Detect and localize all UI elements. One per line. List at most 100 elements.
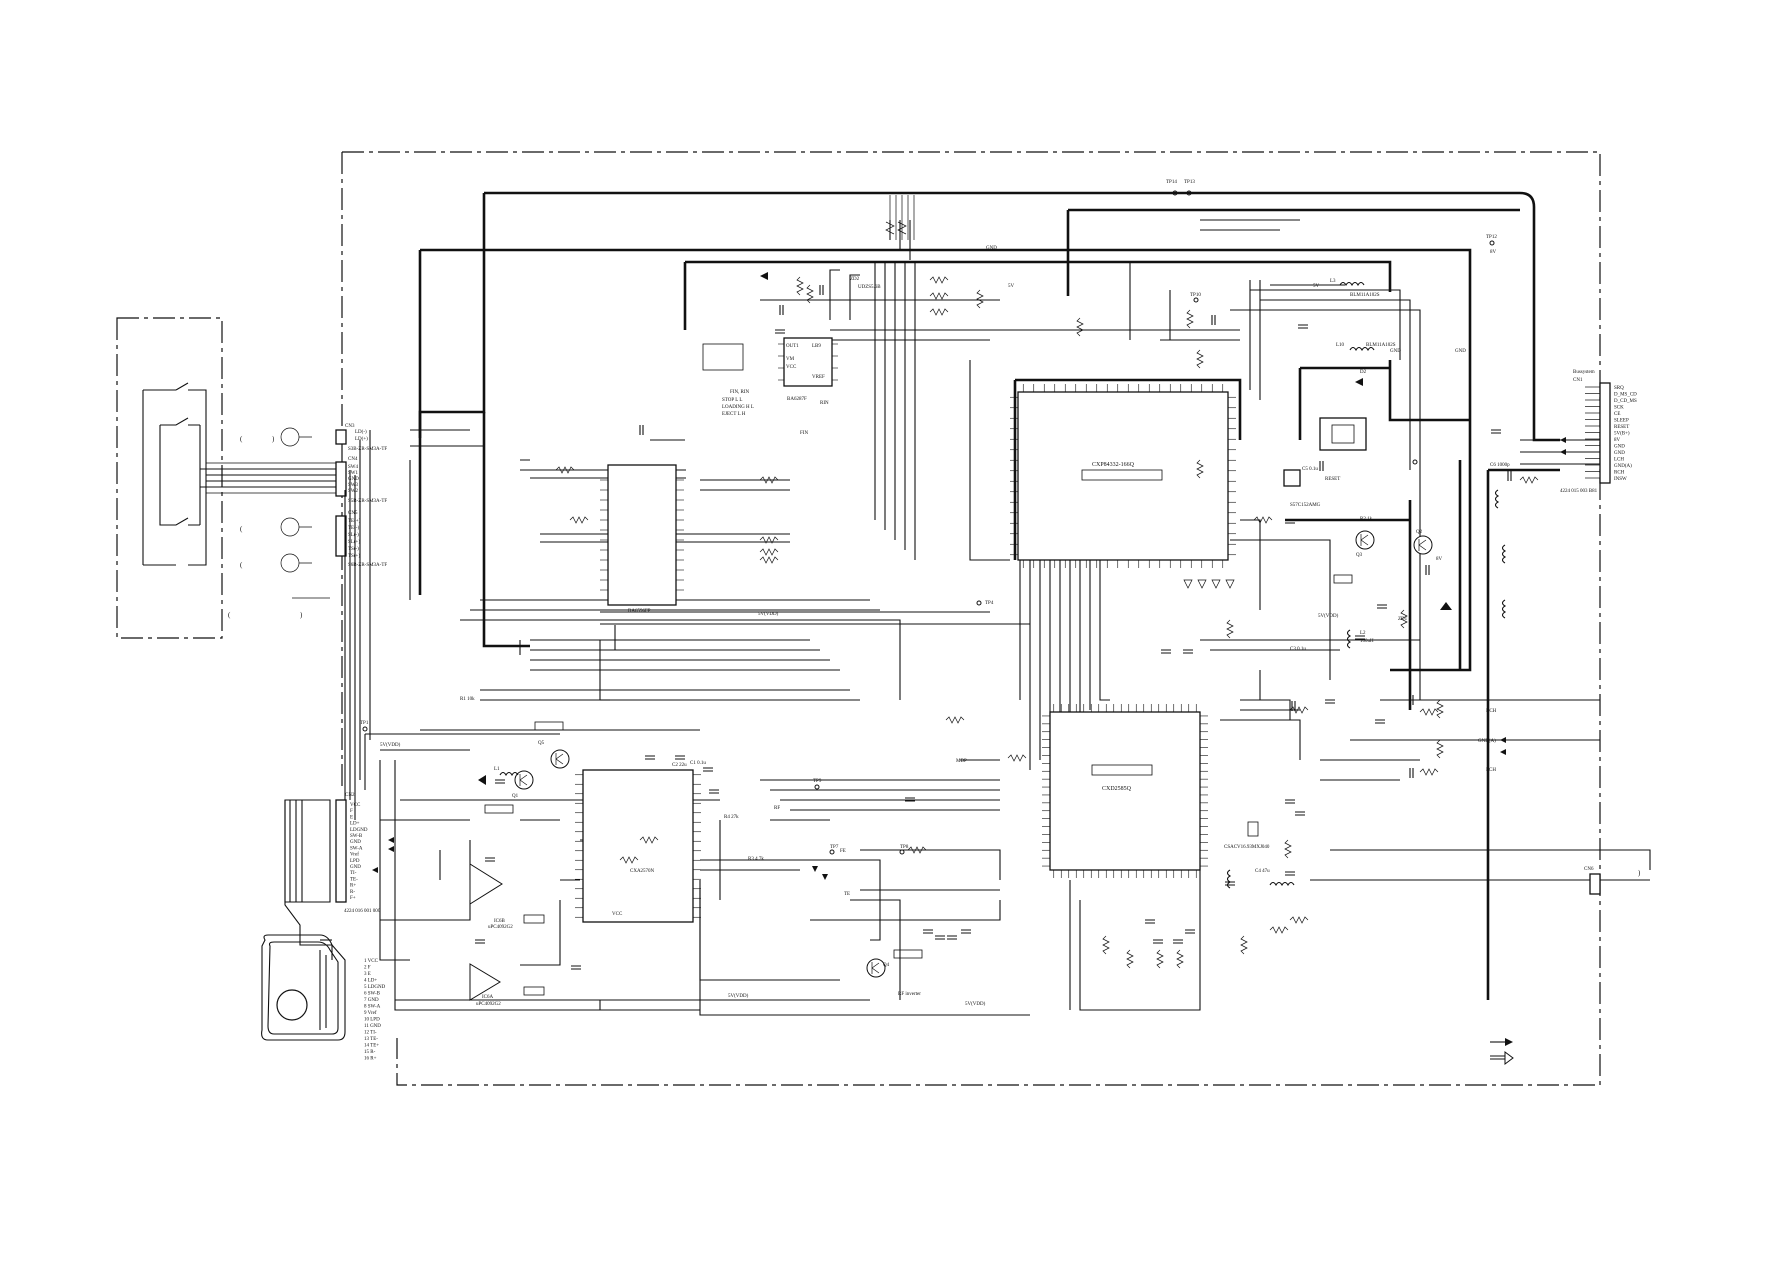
tp4-label: TP4: [985, 601, 994, 606]
net-gnd-far: GND: [1455, 349, 1466, 354]
cn2-pin-label: R-: [350, 890, 355, 895]
capacitor: [1285, 871, 1295, 876]
resistor: [569, 516, 589, 524]
ic-driver: BA6596FP: [607, 464, 677, 614]
opamp-2-label: uPC4092G2: [476, 1002, 501, 1007]
component-values: R1 10k R3 4.7k C1 0.1u C2 22u R4 27k C4 …: [460, 463, 1510, 874]
cn2-pin-list-item: 3 E: [364, 972, 371, 977]
capacitor: [1507, 471, 1512, 481]
chip-pins: [575, 343, 1236, 918]
svg-text:LD(-): LD(-): [355, 430, 367, 435]
ic-motor-driver: BA6287F OUT1 VCC LB9 VREF VM: [783, 337, 833, 402]
capacitor: [1183, 649, 1193, 654]
cn2-pin-label: LPD: [350, 859, 360, 864]
l1-label: L1: [494, 767, 500, 772]
resistor: [759, 556, 779, 564]
resistor: [1519, 476, 1539, 484]
capacitor: [1161, 649, 1171, 654]
resistor: [555, 466, 575, 474]
driver-label: BA6596FP: [628, 609, 651, 614]
capacitors: [475, 285, 1512, 970]
resistor: [976, 289, 984, 309]
resistor: [1196, 349, 1204, 369]
resistor-ladder: [885, 195, 915, 240]
cn2-pin-list-item: 4 LD+: [364, 979, 377, 984]
cn1-pin-label: INSW: [1614, 477, 1627, 482]
resistor: [1400, 609, 1408, 629]
transistor-q3: Q3: [1355, 530, 1375, 558]
resistor: [1007, 754, 1027, 762]
q4-label: Q4: [883, 963, 890, 968]
svg-text:OUT1: OUT1: [786, 344, 799, 349]
resistor: [1436, 699, 1444, 719]
svg-text:(: (: [240, 561, 243, 569]
wiring: [344, 191, 1651, 1016]
cn2-pin-label: TE-: [350, 877, 358, 882]
mechanism-switches: ( ) ( ( ( ): [142, 382, 342, 619]
capacitor: [935, 935, 945, 940]
cn1-pin-label: LCH: [1614, 458, 1624, 463]
cn2-pin-label: SW-B: [350, 834, 363, 839]
capacitor: [645, 755, 655, 760]
resistor: [759, 548, 779, 556]
cn1-pin-label: CE: [1614, 412, 1620, 417]
resistor: [907, 846, 927, 854]
net-rf: RF: [774, 806, 780, 811]
inductors: L3 BLM11A102S L10 BLM11A102S L2 100uH L1: [494, 279, 1507, 889]
net-5vvdd-mid: 5V(VDD): [758, 612, 779, 617]
resistor: [1126, 949, 1134, 969]
c1-label: C1 0.1u: [690, 761, 706, 766]
tp7-label: TP7: [830, 845, 839, 850]
net-rf-inverter: RF inverter: [898, 992, 921, 997]
cn2-pin-list-item: 2 F: [364, 966, 371, 971]
cn2-pin-label: VCC: [350, 803, 361, 808]
cn2-pin-label: Vref: [350, 853, 359, 858]
capacitor: [703, 767, 713, 772]
truth-head: FIN, RIN: [730, 390, 750, 395]
connector-cn4: CN4 SW4 SW1 GND SW3 SW2 S5B-ZR-SM3A-TF: [335, 457, 387, 504]
transistor-q5: Q5: [538, 741, 570, 769]
resistor: [806, 284, 814, 304]
q3-label: Q3: [1356, 553, 1363, 558]
resistor: [619, 856, 639, 864]
cn2-pin-label: TI-: [350, 871, 357, 876]
cn3-label: CN3: [345, 424, 355, 429]
test-points: TP12 8V TP10 TP1 TP4 TP7 TP8 TP9 TP14 TP…: [360, 180, 1497, 855]
cn2-pin-list-item: 6 SW-B: [364, 992, 381, 997]
resistor: [1284, 839, 1292, 859]
capacitor: [1153, 939, 1163, 944]
net-mdp: MDP: [956, 759, 967, 764]
capacitor: [775, 329, 785, 334]
l10-label: L10: [1336, 343, 1345, 348]
capacitor: [1325, 699, 1335, 704]
resistor: [1269, 926, 1289, 934]
resistor: [1196, 459, 1204, 479]
capacitor: [571, 965, 581, 970]
capacitor: [1298, 324, 1308, 329]
pickup-unit: [261, 934, 346, 1041]
resistor: [929, 276, 949, 284]
capacitor: [675, 755, 685, 760]
net-lch: LCH: [1486, 768, 1496, 773]
cn2-pin-list-item: 5 LDGND: [364, 985, 386, 990]
resistor: [1102, 935, 1110, 955]
capacitor: [1285, 799, 1295, 804]
transistor-q4: Q4: [866, 958, 890, 978]
net-rch: RCH: [1486, 709, 1497, 714]
resistor: [929, 308, 949, 316]
svg-text:SW1: SW1: [348, 471, 359, 476]
crystal: CSACV16.93MXJ040: [1224, 821, 1270, 850]
signal-arrows: [372, 437, 1566, 880]
svg-text:SW2: SW2: [348, 489, 359, 494]
rf-amp-label: CXA2570N: [630, 869, 655, 874]
resistor: [1176, 949, 1184, 969]
svg-text:LB9: LB9: [812, 344, 821, 349]
cn1-pin-label: RESET: [1614, 425, 1629, 430]
q5-label: Q5: [538, 741, 545, 746]
resistor: [929, 292, 949, 300]
net-5vvdd-right: 5V(VDD): [1318, 614, 1339, 619]
ic-rf-amp: CXA2570N: [582, 769, 694, 923]
capacitor: [709, 789, 719, 794]
svg-text:TE(+): TE(+): [348, 519, 361, 524]
